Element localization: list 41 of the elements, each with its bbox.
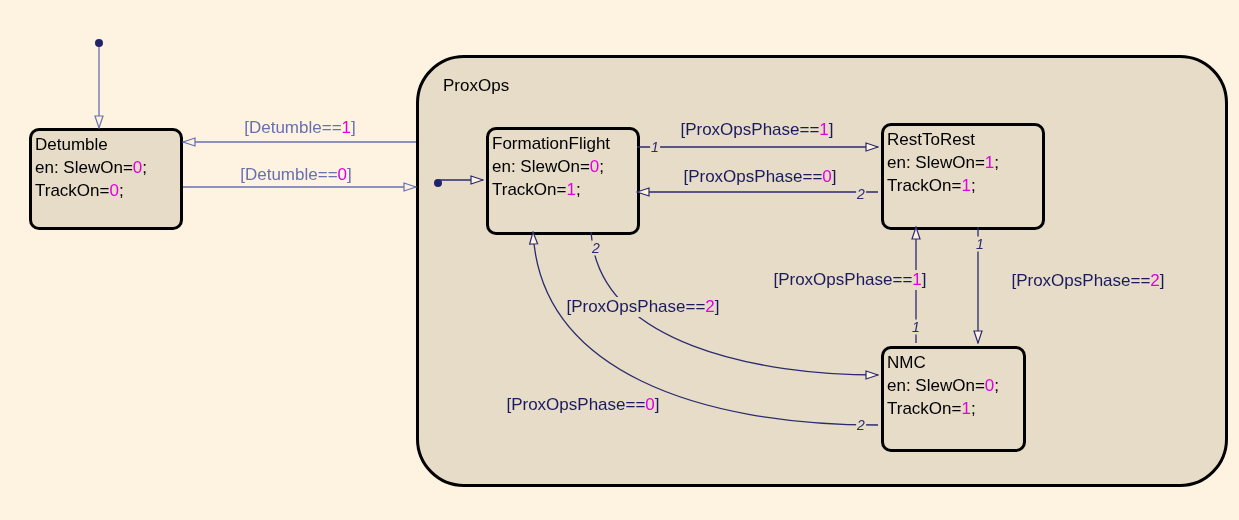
transition-arrow	[182, 182, 417, 192]
entry-action: TrackOn=1;	[887, 398, 977, 420]
entry-action: en: SlewOn=0;	[35, 157, 147, 179]
transition-arrow	[973, 226, 983, 344]
priority-number: 2	[856, 417, 866, 433]
transition-arrow	[530, 231, 879, 426]
edge-label: [ProxOpsPhase==2]	[565, 297, 721, 317]
priority-number: 2	[591, 240, 601, 256]
edge-label: [ProxOpsPhase==0]	[682, 167, 838, 187]
state-name: RestToRest	[887, 129, 976, 151]
transition-arrow	[182, 137, 417, 147]
state-box	[486, 127, 640, 235]
state-name: FormationFlight	[492, 133, 611, 155]
edge-label: [ProxOpsPhase==0]	[505, 395, 661, 415]
priority-number: 1	[975, 236, 985, 252]
transition-arrow	[636, 187, 879, 197]
edge-label: [Detumble==0]	[239, 165, 353, 185]
transition-arrow	[94, 46, 104, 129]
edge-label: [ProxOpsPhase==2]	[1010, 271, 1166, 291]
entry-action: en: SlewOn=0;	[492, 156, 605, 178]
state-box	[881, 123, 1045, 230]
priority-number: 1	[911, 319, 921, 335]
state-box	[881, 346, 1026, 452]
state-name: ProxOps	[443, 75, 510, 97]
edge-label: [ProxOpsPhase==1]	[772, 270, 928, 290]
entry-action: TrackOn=1;	[492, 179, 582, 201]
entry-action: TrackOn=0;	[35, 180, 125, 202]
priority-number: 1	[650, 139, 660, 155]
entry-action: TrackOn=1;	[887, 175, 977, 197]
entry-action: en: SlewOn=1;	[887, 152, 999, 174]
edge-label: [ProxOpsPhase==1]	[679, 120, 835, 140]
transition-arrow	[438, 175, 484, 185]
state-name: NMC	[887, 352, 927, 374]
transition-arrow	[590, 231, 879, 380]
state-box	[29, 128, 183, 230]
entry-action: en: SlewOn=0;	[887, 375, 999, 397]
priority-number: 2	[856, 186, 866, 202]
state-name: Detumble	[35, 134, 109, 156]
superstate-box	[416, 55, 1228, 487]
edge-label: [Detumble==1]	[243, 118, 357, 138]
transition-arrow	[636, 142, 879, 152]
